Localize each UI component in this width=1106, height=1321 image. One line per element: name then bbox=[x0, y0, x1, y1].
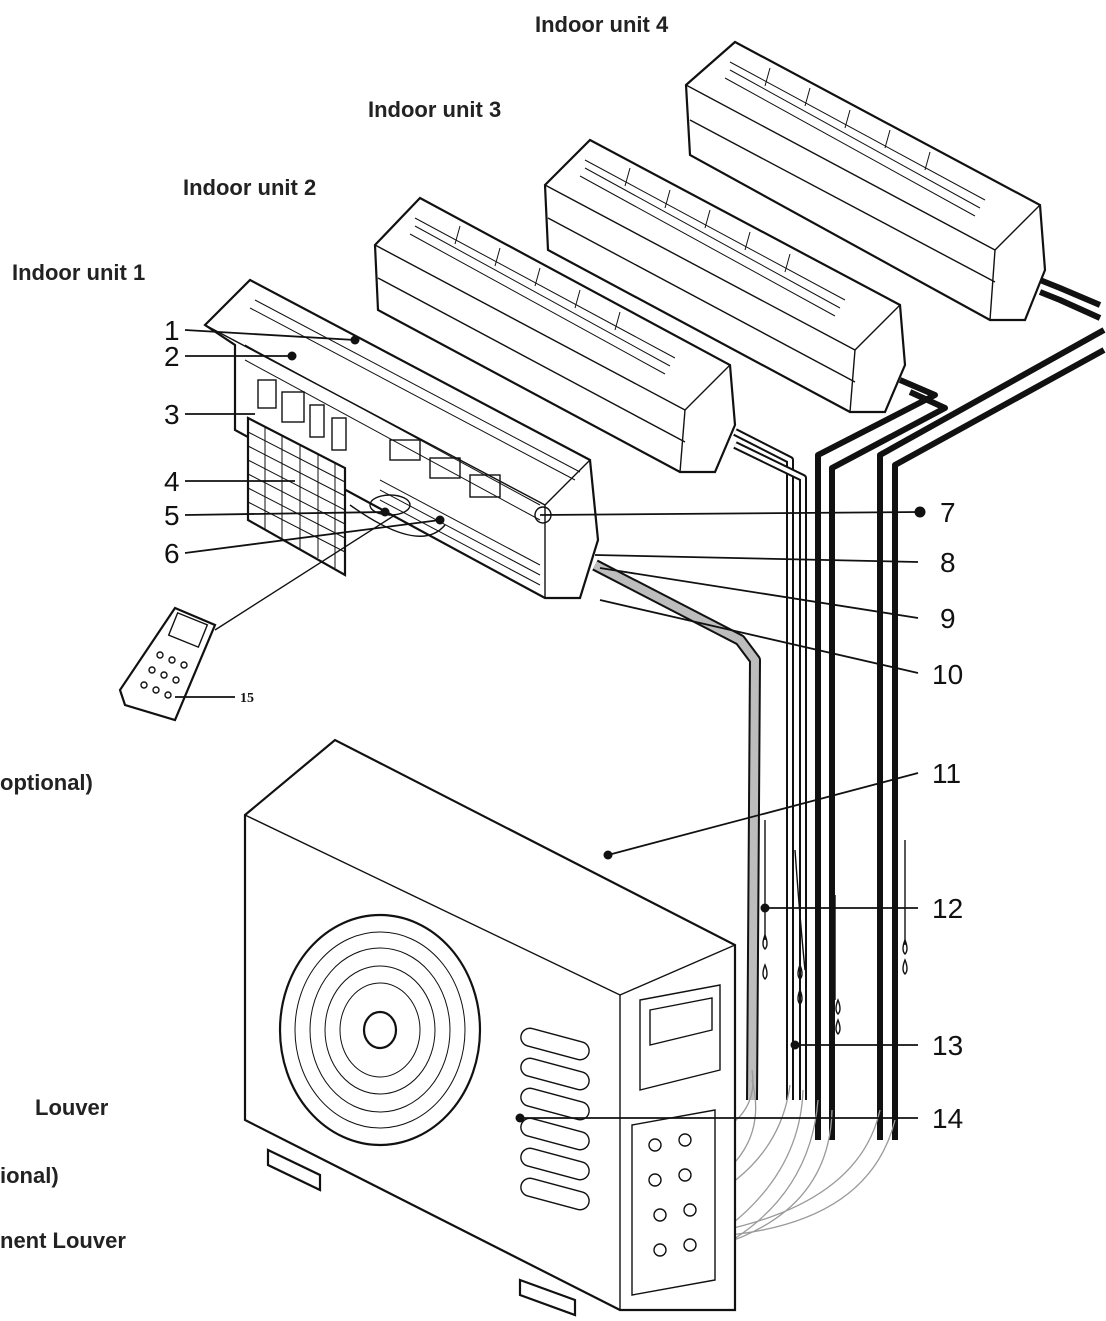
outdoor-fan-grille bbox=[278, 913, 482, 1147]
callout-9: 9 bbox=[940, 603, 956, 634]
pipe-unit4-a bbox=[877, 327, 1106, 1140]
callout-11: 11 bbox=[932, 758, 961, 789]
indoor-unit-3 bbox=[543, 138, 907, 414]
pipe-unit3-b bbox=[829, 389, 948, 1140]
pipe-unit4-b bbox=[892, 347, 1106, 1140]
callout-10: 10 bbox=[932, 659, 963, 690]
callout-2: 2 bbox=[164, 341, 180, 372]
callout-4: 4 bbox=[164, 466, 180, 497]
callout-5: 5 bbox=[164, 500, 180, 531]
cropped-legend-text-1: optional) bbox=[0, 770, 93, 795]
callout-7: 7 bbox=[940, 497, 956, 528]
outdoor-electrical-panel bbox=[631, 984, 721, 1296]
callout-8: 8 bbox=[940, 547, 956, 578]
remote-callout-number: 15 bbox=[240, 691, 254, 706]
indoor-unit-2 bbox=[373, 196, 737, 474]
indoor-unit-3-label: Indoor unit 3 bbox=[368, 97, 501, 122]
callout-3: 3 bbox=[164, 399, 180, 430]
cropped-legend-text-3: ional) bbox=[0, 1163, 59, 1188]
refrigerant-pipes bbox=[592, 277, 1106, 1251]
callout-12: 12 bbox=[932, 893, 963, 924]
cropped-legend-text-2: Louver bbox=[35, 1095, 109, 1120]
pipe-unit3-a bbox=[815, 377, 938, 1140]
outdoor-side-louvers bbox=[520, 1027, 590, 1211]
indoor-unit-1-label: Indoor unit 1 bbox=[12, 260, 145, 285]
callout-6: 6 bbox=[164, 538, 180, 569]
callout-1: 1 bbox=[164, 315, 180, 346]
outdoor-service-valves bbox=[648, 1133, 697, 1257]
pipe-unit2-a bbox=[733, 428, 794, 1100]
outdoor-unit bbox=[243, 738, 737, 1317]
indoor-unit-4 bbox=[684, 40, 1047, 322]
indoor-unit-2-label: Indoor unit 2 bbox=[183, 175, 316, 200]
remote-controller: 15 bbox=[118, 514, 396, 722]
callout-13: 13 bbox=[932, 1030, 963, 1061]
indoor-unit-4-label: Indoor unit 4 bbox=[535, 12, 669, 37]
callout-leaders bbox=[184, 329, 926, 1123]
cropped-legend-text-4: nent Louver bbox=[0, 1228, 126, 1253]
callout-14: 14 bbox=[932, 1103, 963, 1134]
